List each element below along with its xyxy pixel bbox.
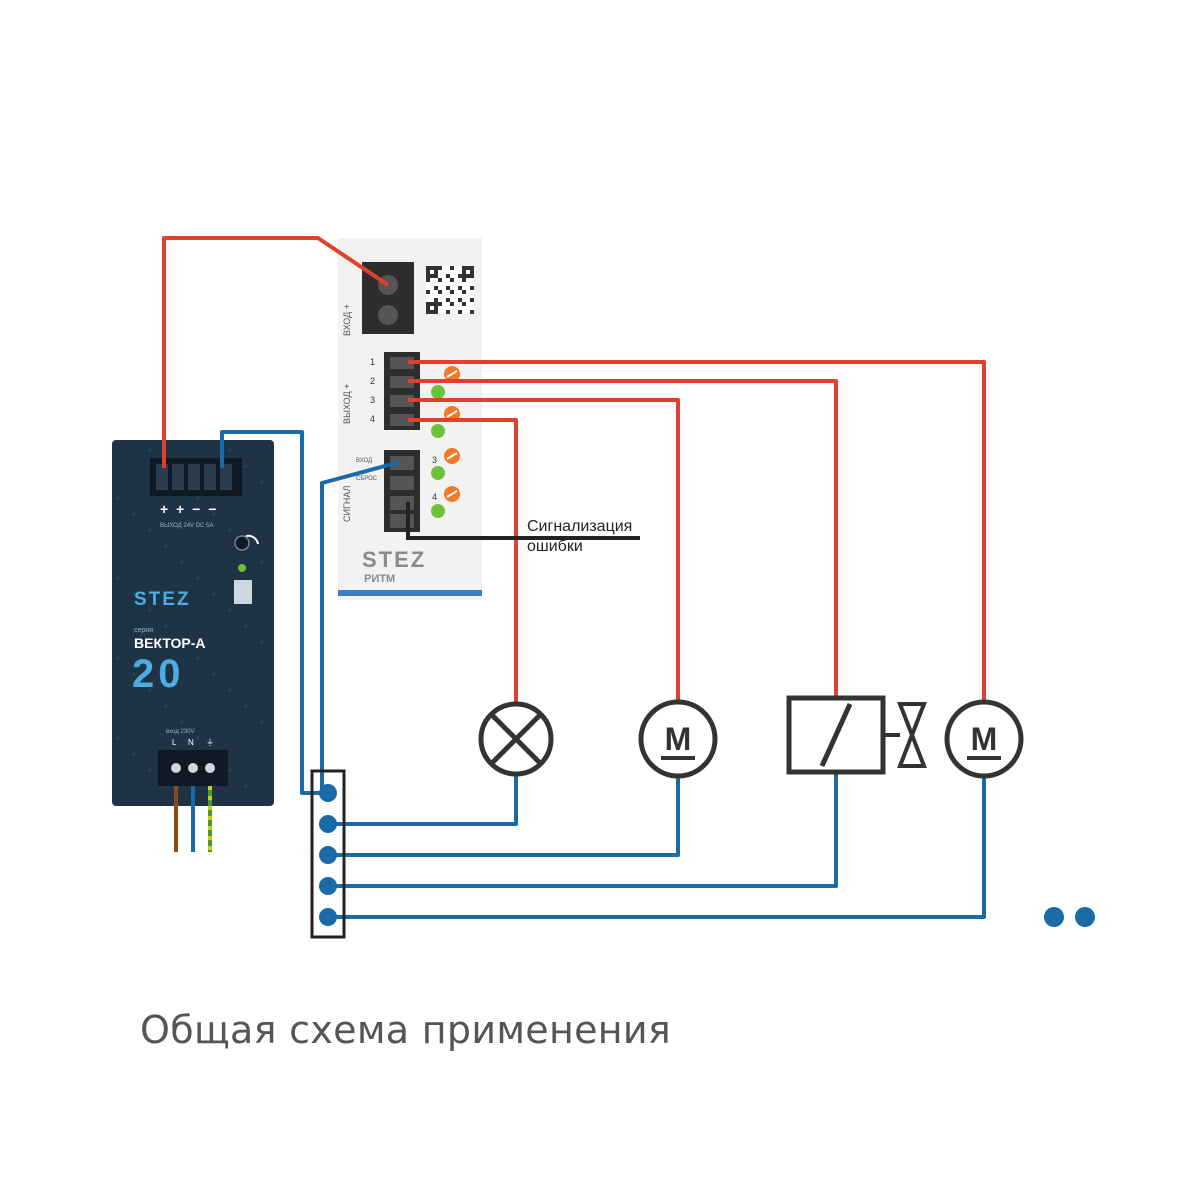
psu-terminal-marks: + + − − <box>160 501 218 517</box>
motor-load-1: M <box>638 699 718 779</box>
motor-2-return-wire <box>328 776 986 919</box>
signal-input-wire <box>320 460 401 793</box>
signal-input-term: ВХОД <box>356 458 372 464</box>
valve-load <box>786 695 927 775</box>
motor-icon: M <box>971 721 998 757</box>
psu-relay-indicator <box>234 580 252 604</box>
signal-reset-term: СБРОС <box>356 476 378 482</box>
psu-plus-to-relay-input-wire <box>162 236 390 468</box>
relay-bottom-stripe <box>338 590 482 596</box>
error-signal-wire <box>406 502 640 540</box>
output-4-wire <box>408 418 518 702</box>
output-3-wire <box>408 398 680 702</box>
relay-model-name: РИТМ <box>364 573 395 585</box>
error-signal-label-line1: Сигнализация <box>527 518 632 535</box>
voltage-adjust-knob[interactable] <box>234 535 250 551</box>
psu-output-label: ВЫХОД 24V DC 5A <box>160 523 213 529</box>
neutral-bus-bar <box>310 769 346 939</box>
relay-brand-logo: STEZ <box>362 547 426 572</box>
qr-code <box>426 266 474 314</box>
output-1-wire <box>408 360 986 700</box>
lamp-icon <box>489 712 543 766</box>
power-supply-unit: + + − − ВЫХОД 24V DC 5A STEZ серия ВЕКТО… <box>112 440 274 806</box>
channel-led-2 <box>431 424 445 438</box>
channel-number-3: 3 <box>370 395 375 405</box>
valve-return-wire <box>328 774 838 888</box>
channel-number-1: 1 <box>370 357 375 367</box>
relay-input-label: ВХОД + <box>342 304 352 336</box>
channel-dial-1[interactable] <box>444 366 460 382</box>
adjust-arrow-icon <box>245 534 259 545</box>
continuation-dots <box>1044 907 1095 927</box>
channel-led-4 <box>431 504 445 518</box>
psu-series-label: серия <box>134 627 153 634</box>
valve-icon <box>897 702 927 768</box>
psu-input-terminal-pe: ⏚ <box>206 738 214 747</box>
channel-dial-3[interactable] <box>444 448 460 464</box>
channel-led-1 <box>431 385 445 399</box>
relay-output-label: ВЫХОД + <box>342 384 352 424</box>
psu-input-terminal-l: L <box>172 738 177 747</box>
error-signal-label-line2: ошибки <box>527 538 583 555</box>
diagram-caption: Общая схема применения <box>140 1008 672 1052</box>
dial-number-3: 3 <box>432 455 437 465</box>
psu-model-number: 20 <box>132 652 185 696</box>
lamp-return-wire <box>328 776 518 826</box>
channel-number-4: 4 <box>370 414 375 424</box>
motor-load-2: M <box>944 699 1024 779</box>
lamp-load <box>478 701 554 777</box>
channel-number-2: 2 <box>370 376 375 386</box>
channel-dial-4[interactable] <box>444 486 460 502</box>
neutral-wires <box>220 430 986 919</box>
mains-input-wires <box>174 786 212 852</box>
relay-signal-label: СИГНАЛ <box>342 485 352 522</box>
motor-1-return-wire <box>328 776 680 857</box>
psu-input-label: вход 230V <box>166 729 195 735</box>
dial-number-4: 4 <box>432 492 437 502</box>
motor-icon: M <box>665 721 692 757</box>
phase-wires <box>162 236 986 702</box>
psu-model-name: ВЕКТОР-А <box>134 635 206 651</box>
psu-power-led <box>238 564 246 572</box>
psu-brand-logo: STEZ <box>134 589 191 610</box>
psu-input-terminal-n: N <box>188 738 194 747</box>
channel-led-3 <box>431 466 445 480</box>
output-2-wire <box>408 379 838 698</box>
